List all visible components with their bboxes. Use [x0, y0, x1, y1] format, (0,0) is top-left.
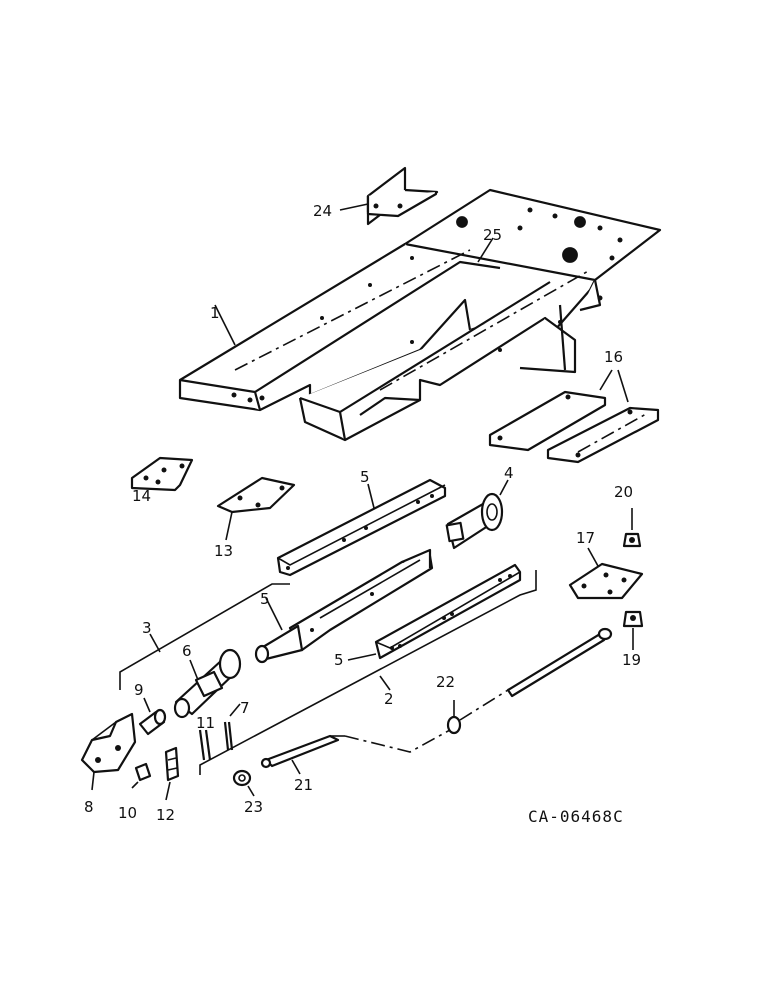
callout-17: 17: [576, 529, 595, 547]
part-21-rod: [260, 729, 451, 775]
part-5-upper-channel: [276, 478, 447, 577]
callout-14: 14: [132, 487, 151, 505]
callout-5-tube: 5: [260, 590, 270, 608]
part-14-plate: [130, 456, 194, 492]
part-11-pin: [198, 729, 212, 761]
part-13-plate: [216, 476, 296, 541]
callout-3: 3: [142, 619, 152, 637]
connecting-rod: [459, 627, 613, 721]
part-5-lower-channel: [347, 563, 522, 661]
callout-12: 12: [156, 806, 175, 824]
callout-23: 23: [244, 798, 263, 816]
callout-25: 25: [483, 226, 502, 244]
part-4-collar-fitting: [445, 479, 509, 550]
drawing-code: CA-06468C: [528, 807, 624, 826]
part-10-clip: [131, 762, 152, 789]
callout-22: 22: [436, 673, 455, 691]
part-6-pivot-sleeve: [173, 648, 242, 719]
part-2-group-bracket: [199, 570, 537, 775]
callout-5-upper: 5: [360, 468, 370, 486]
part-5-tube: [254, 548, 434, 664]
callout-11: 11: [196, 714, 215, 732]
callout-20: 20: [614, 483, 633, 501]
callout-24: 24: [313, 202, 332, 220]
callout-1: 1: [210, 304, 220, 322]
part-3-group-bracket: [119, 583, 290, 690]
part-9-bushing: [138, 697, 167, 736]
part-23-nut: [232, 769, 255, 797]
callout-9: 9: [134, 681, 144, 699]
part-8-mounting-bracket: [80, 712, 137, 791]
callout-8: 8: [84, 798, 94, 816]
part-22-clevis: [446, 700, 462, 735]
part-20-fitting: [622, 508, 642, 548]
part-16-plates: [488, 369, 660, 464]
part-12-keeper: [164, 746, 180, 801]
part-7-pin: [223, 703, 241, 751]
part-24-angle-bracket: [339, 166, 439, 226]
callout-6: 6: [182, 642, 192, 660]
callout-4: 4: [504, 464, 514, 482]
callout-19: 19: [622, 651, 641, 669]
callout-10: 10: [118, 804, 137, 822]
callout-2: 2: [384, 690, 394, 708]
callout-7: 7: [240, 699, 250, 717]
part-19-nut: [622, 610, 644, 650]
part-1-main-frame: [178, 188, 662, 442]
callout-16: 16: [604, 348, 623, 366]
callout-21: 21: [294, 776, 313, 794]
part-17-plate: [568, 547, 644, 600]
callout-5-lower: 5: [334, 651, 344, 669]
callout-13: 13: [214, 542, 233, 560]
